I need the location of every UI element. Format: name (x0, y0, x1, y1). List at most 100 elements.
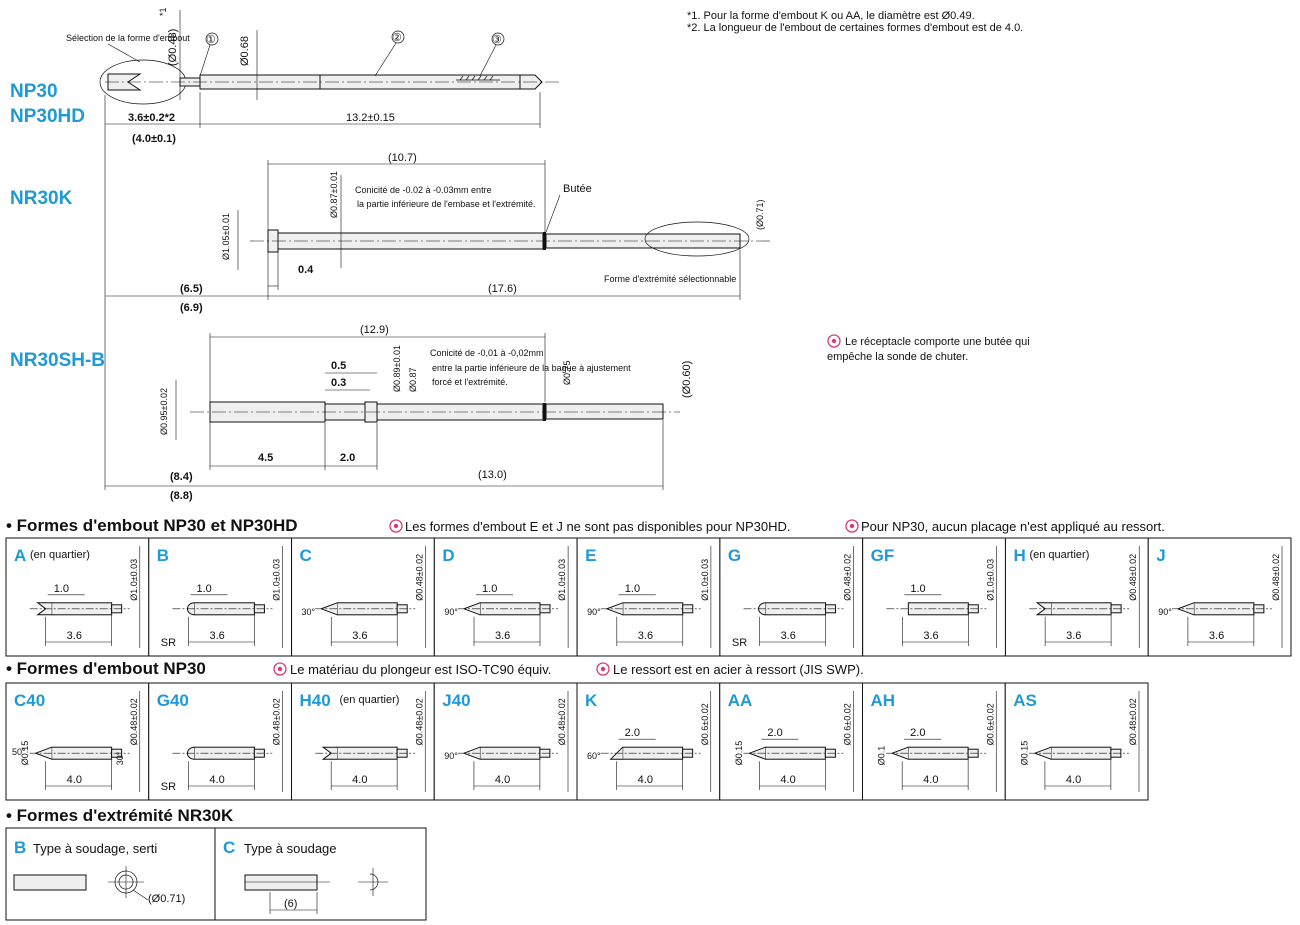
nr30k-len-65: (6.5) (180, 283, 203, 295)
tip-length: 4.0 (923, 774, 938, 786)
tip-diameter: Ø0.48±0.02 (272, 698, 282, 745)
nr30shb-len-05: 0.5 (331, 360, 346, 372)
tip-code: J (1156, 546, 1165, 565)
tip-diameter: Ø0.48±0.02 (414, 698, 424, 745)
tip-angle: 90° (587, 607, 601, 617)
tip-cell-frame (1147, 537, 1292, 657)
tip-length: 3.6 (1209, 630, 1224, 642)
tip-cell-frame (862, 682, 1006, 801)
receptacle-note-2: empêche la sonde de chuter. (827, 351, 968, 363)
np30-drawing: Sélection de la forme d'embout (Ø0.48) *… (66, 7, 560, 490)
tip-diameter: Ø0.48±0.02 (1128, 698, 1138, 745)
tip-length: 4.0 (780, 774, 795, 786)
tip-code: E (585, 546, 596, 565)
callout-1: ① (206, 34, 216, 46)
tip-diameter: Ø0.48±0.02 (1128, 554, 1138, 601)
tip-length: 4.0 (495, 774, 510, 786)
section2-cell-h40: H40 (en quartier) Ø0.48±0.02 4.0 (291, 682, 435, 801)
tip-code: H40 (300, 691, 331, 710)
tip-length: 4.0 (67, 774, 82, 786)
tip-cell-frame (291, 537, 435, 657)
nr30k-taper-1: Conicité de -0.02 à -0.03mm entre (355, 185, 492, 195)
tip-subtitle: (en quartier) (340, 694, 400, 706)
tip-cell-frame (433, 682, 578, 801)
callout-3: ③ (492, 34, 502, 46)
nr30shb-tail (545, 403, 664, 420)
c-pin (244, 874, 318, 891)
tip-length: 3.6 (495, 630, 510, 642)
nr30shb-drawing: (12.9) 0.5 0.3 Ø0.89±0.01 Ø0.87 Conicité… (105, 324, 693, 502)
section3-code-c: C (223, 838, 235, 857)
tip-subtitle: (en quartier) (30, 549, 90, 561)
tip-angle: 60° (587, 751, 601, 761)
callout-2: ② (392, 32, 402, 44)
tip-length: 4.0 (209, 774, 224, 786)
tip-diameter: Ø1.0±0.03 (985, 559, 995, 601)
nr30shb-d075: Ø0.75 (562, 360, 572, 385)
section3-label-b: Type à soudage, serti (33, 841, 157, 856)
model-nr30k: NR30K (10, 188, 73, 209)
tip-code: K (585, 691, 598, 710)
tip-cell-frame (719, 682, 863, 801)
section2-cell-k: KØ0.6±0.024.02.060° (576, 682, 721, 801)
tip-angle-2: 50° (12, 747, 26, 757)
tip-length: 3.6 (209, 630, 224, 642)
tip-cell-frame (1004, 682, 1149, 801)
nr30k-drawing: (10.7) Ø0.87±0.01 Conicité de -0.02 à -0… (105, 152, 770, 314)
np30-knurl (456, 75, 500, 81)
nr30shb-len-03: 0.3 (331, 377, 346, 389)
tip-length: 4.0 (638, 774, 653, 786)
section1-cell-a: A(en quartier)Ø1.0±0.033.61.0 (5, 537, 150, 657)
tip-code: AS (1013, 691, 1037, 710)
section3-label-c: Type à soudage (244, 841, 337, 856)
tip-code: G40 (157, 691, 189, 710)
warning-icon-dot (277, 666, 283, 672)
nr30k-d105: Ø1.05±0.01 (221, 213, 231, 260)
tip-cell-frame (148, 682, 292, 801)
warning-icon-dot (831, 338, 837, 344)
tip-length: 3.6 (638, 630, 653, 642)
tip-length: 3.6 (352, 630, 367, 642)
section3-dim-c: (6) (284, 898, 297, 910)
section2-note2: Le ressort est en acier à ressort (JIS S… (613, 662, 864, 677)
tip-code: G (728, 546, 741, 565)
tip-cell-frame (5, 537, 150, 657)
tip-angle: 30° (302, 607, 316, 617)
section1-cell-e: EØ1.0±0.033.61.090° (576, 537, 721, 657)
section2-note1: Le matériau du plongeur est ISO-TC90 équ… (290, 662, 551, 677)
section3-code-b: B (14, 838, 26, 857)
tip-cell-frame (291, 682, 435, 801)
nr30k-end-sel: Forme d'extrémité sélectionnable (604, 274, 736, 284)
tip-code: H (1013, 546, 1025, 565)
section3-cell-b (5, 827, 216, 921)
np30-len-body: 13.2±0.15 (346, 112, 395, 124)
nr30shb-taper-1: Conicité de -0,01 à -0,02mm (430, 348, 544, 358)
tip-diameter: Ø0.48±0.02 (1271, 554, 1281, 601)
np30-d048: (Ø0.48) (167, 29, 179, 66)
tip-top-dim: 1.0 (625, 583, 640, 595)
tip-angle: 90° (444, 607, 458, 617)
tip-sr: SR (161, 781, 176, 793)
tip-subtitle: (en quartier) (1029, 549, 1089, 561)
tip-code: C (300, 546, 312, 565)
section3-title: • Formes d'extrémité NR30K (6, 806, 234, 825)
nr30shb-d089: Ø0.89±0.01 (392, 345, 402, 392)
tip-length: 3.6 (923, 630, 938, 642)
tip-diameter: Ø1.0±0.03 (272, 559, 282, 601)
header-note-1: *1. Pour la forme d'embout K ou AA, le d… (687, 10, 975, 22)
tip-top-dim: 1.0 (54, 583, 69, 595)
tip-length: 4.0 (352, 774, 367, 786)
tip-code: GF (871, 546, 895, 565)
nr30k-d071: (Ø0.71) (755, 199, 765, 230)
model-nr30shb: NR30SH-B (10, 350, 105, 371)
warning-icon-dot (600, 666, 606, 672)
nr30shb-taper-2: entre la partie inférieure de la bague à… (432, 363, 631, 373)
section1-note2: Pour NP30, aucun placage n'est appliqué … (861, 519, 1165, 534)
